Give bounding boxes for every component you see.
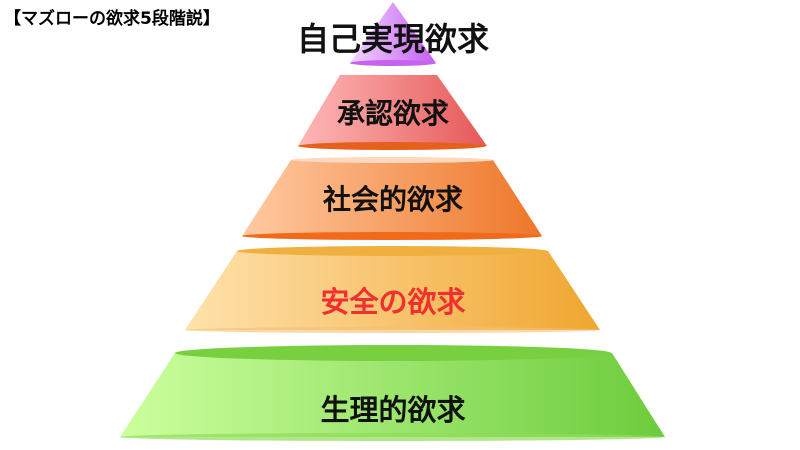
diagram-title: 【マズローの欲求5段階説】 <box>4 9 220 29</box>
level-label-safety: 安全の欲求 <box>320 285 466 319</box>
level-label-physiological: 生理的欲求 <box>320 393 466 427</box>
level-self-actualization-shape <box>350 2 436 66</box>
level-label-self-actualization: 自己実現欲求 <box>296 20 489 58</box>
level-physiological-shape <box>120 345 665 441</box>
level-label-esteem: 承認欲求 <box>336 97 449 130</box>
level-esteem-shape <box>298 75 487 150</box>
level-label-social: 社会的欲求 <box>322 183 463 216</box>
level-social-shape <box>242 157 542 240</box>
level-safety-shape <box>185 246 600 333</box>
